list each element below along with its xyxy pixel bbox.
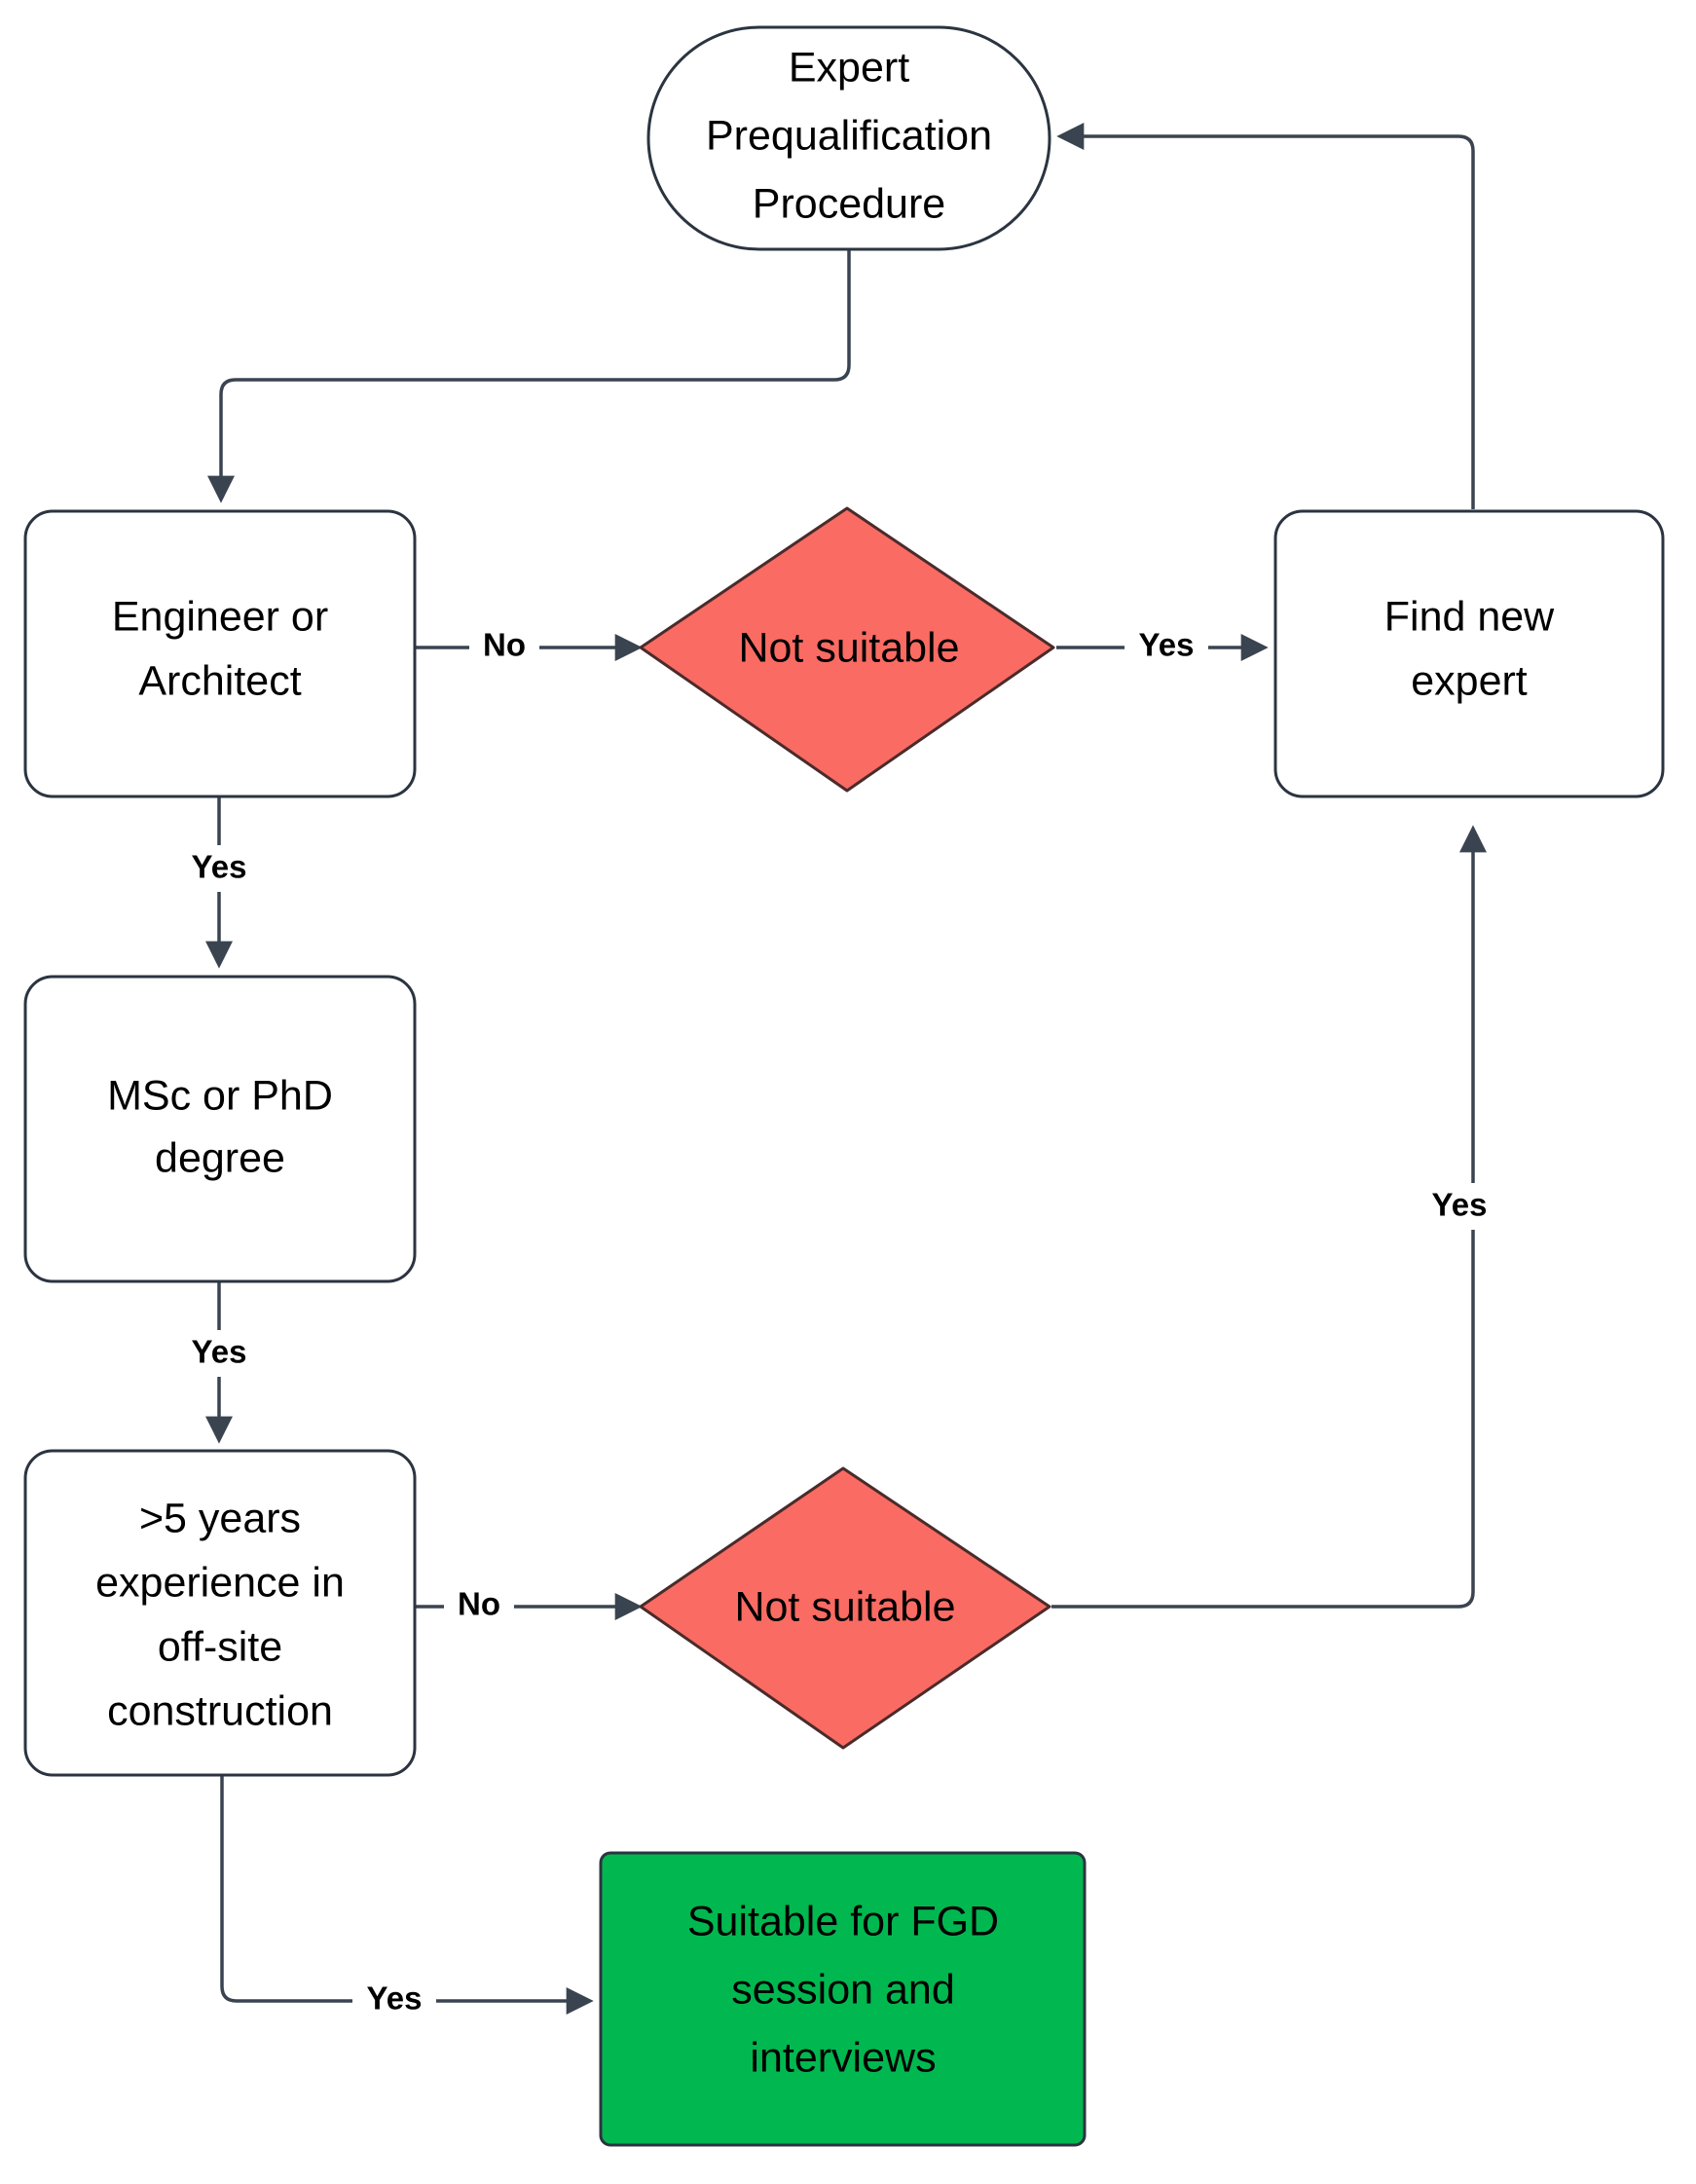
edge-label-engineer-no-text: No: [483, 627, 526, 663]
edge-label-notsuitable2-yes: Yes: [1418, 1183, 1501, 1230]
edge-label-degree-yes-text: Yes: [192, 1334, 247, 1370]
edge-label-engineer-yes: Yes: [177, 845, 261, 892]
node-find-new-expert-line-1: Find new: [1384, 593, 1555, 640]
edge-label-degree-yes: Yes: [177, 1330, 261, 1377]
node-experience-line-1: >5 years: [139, 1495, 301, 1541]
edge-label-experience-yes-text: Yes: [367, 1980, 423, 2017]
node-start[interactable]: Expert Prequalification Procedure: [646, 25, 1051, 251]
edge-label-notsuitable1-yes: Yes: [1125, 623, 1208, 670]
edge-label-engineer-no: No: [469, 623, 539, 670]
edge-start-to-engineer: [207, 249, 851, 503]
edge-label-notsuitable2-yes-text: Yes: [1432, 1187, 1488, 1223]
edge-notsuitable2-to-findnewexpert: [1051, 825, 1487, 1609]
node-experience-line-2: experience in: [95, 1559, 345, 1606]
edge-experience-to-suitable: [220, 1774, 594, 2015]
node-suitable-line-3: interviews: [750, 2034, 936, 2081]
node-engineer[interactable]: Engineer or Architect: [23, 509, 417, 798]
node-not-suitable-1-label: Not suitable: [738, 624, 959, 671]
node-experience-line-4: construction: [107, 1687, 333, 1734]
node-degree-line-2: degree: [155, 1134, 285, 1181]
node-start-line-3: Procedure: [753, 180, 945, 227]
edge-label-engineer-yes-text: Yes: [192, 849, 247, 885]
node-experience-line-3: off-site: [158, 1623, 282, 1670]
node-not-suitable-2[interactable]: Not suitable: [639, 1466, 1051, 1750]
node-engineer-line-2: Architect: [138, 657, 301, 704]
node-find-new-expert-line-2: expert: [1411, 657, 1528, 704]
node-start-line-1: Expert: [789, 44, 909, 91]
node-suitable[interactable]: Suitable for FGD session and interviews: [599, 1851, 1087, 2147]
node-experience[interactable]: >5 years experience in off-site construc…: [23, 1449, 417, 1777]
edge-label-experience-yes: Yes: [352, 1977, 436, 2023]
node-not-suitable-1[interactable]: Not suitable: [639, 506, 1055, 793]
node-degree[interactable]: MSc or PhD degree: [23, 975, 417, 1283]
edge-label-notsuitable1-yes-text: Yes: [1139, 627, 1195, 663]
node-suitable-line-2: session and: [731, 1966, 955, 2013]
node-not-suitable-2-label: Not suitable: [734, 1583, 955, 1630]
node-find-new-expert[interactable]: Find new expert: [1273, 509, 1665, 798]
node-suitable-line-1: Suitable for FGD: [687, 1898, 999, 1944]
node-degree-line-1: MSc or PhD: [107, 1072, 333, 1119]
edge-label-experience-no-text: No: [458, 1586, 500, 1622]
node-start-line-2: Prequalification: [706, 112, 992, 159]
edge-findnewexpert-to-start: [1056, 123, 1475, 509]
edge-label-experience-no: No: [444, 1582, 514, 1629]
node-engineer-line-1: Engineer or: [112, 593, 328, 640]
